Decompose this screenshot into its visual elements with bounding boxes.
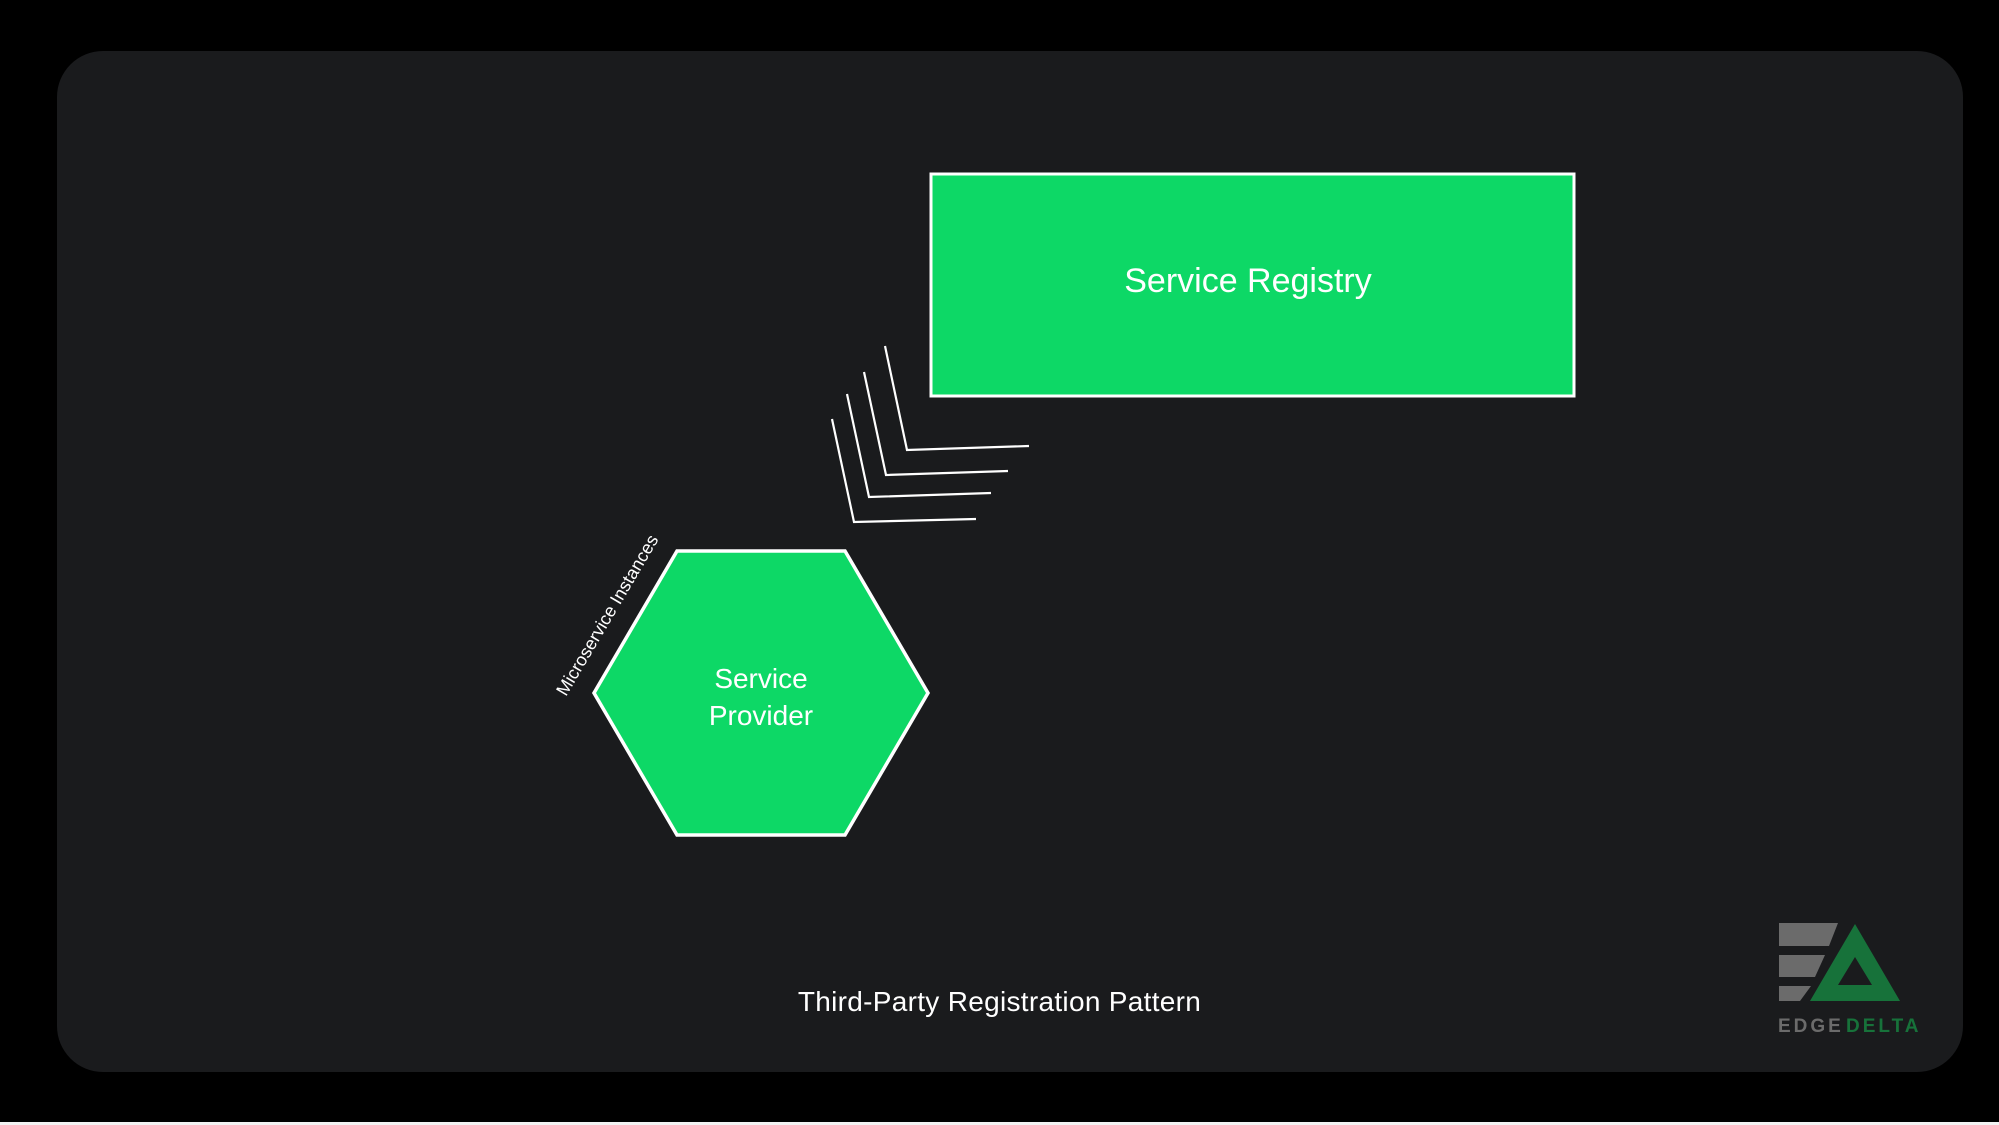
service-provider-node: Service Provider (591, 549, 931, 837)
logo-delta-icon (1810, 924, 1900, 1001)
service-registry-box (929, 172, 1576, 398)
registration-arrow-4 (830, 418, 977, 524)
registration-arrow-3 (845, 393, 992, 499)
registration-arrows (830, 345, 1030, 524)
service-provider-label-line2: Provider (709, 700, 813, 731)
logo-stripes-icon (1779, 923, 1838, 1001)
service-registry-node: Service Registry (929, 172, 1576, 398)
service-registry-label: Service Registry (1124, 262, 1372, 300)
logo-word-delta: DELTA (1846, 1016, 1922, 1037)
registration-arrow-1 (883, 345, 1030, 452)
diagram-caption: Third-Party Registration Pattern (797, 986, 1202, 1017)
service-provider-hexagon (591, 549, 931, 837)
bottom-edge (0, 1122, 1999, 1125)
edge-delta-logo: EDGE DELTA (1778, 923, 1922, 1037)
registration-arrow-2 (862, 371, 1009, 477)
logo-word-edge: EDGE (1778, 1016, 1844, 1037)
service-provider-label-line1: Service (714, 663, 807, 694)
